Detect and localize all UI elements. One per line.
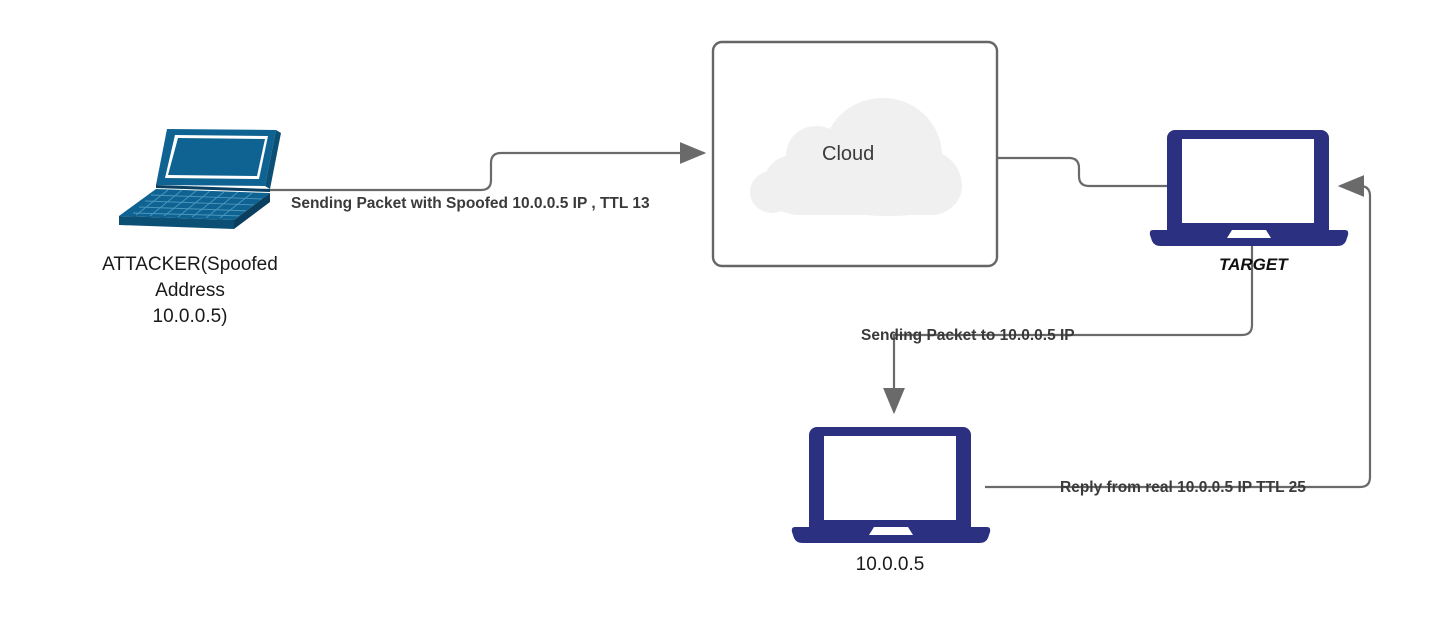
edge-label-attacker-to-cloud: Sending Packet with Spoofed 10.0.0.5 IP … bbox=[291, 195, 650, 212]
laptop-front-icon-target[interactable] bbox=[1149, 130, 1349, 246]
edge-target-to-real-host bbox=[883, 243, 1254, 415]
cloud-box[interactable] bbox=[711, 40, 999, 268]
attacker-label-line-1: ATTACKER(Spoofed bbox=[102, 254, 278, 275]
edge-attacker-to-cloud bbox=[262, 142, 707, 192]
attacker-label-line-3: 10.0.0.5) bbox=[152, 306, 228, 327]
laptop-isometric-icon-attacker[interactable] bbox=[119, 129, 281, 229]
edge-cloud-to-target bbox=[997, 156, 1167, 188]
target-node-label: TARGET bbox=[1219, 255, 1288, 274]
attacker-label-line-2: Address bbox=[155, 280, 225, 301]
laptop-front-icon-real-host[interactable] bbox=[791, 130, 1187, 543]
cloud-node-label: Cloud bbox=[822, 143, 875, 165]
real-host-node-label: 10.0.0.5 bbox=[855, 554, 925, 575]
edge-label-target-to-real-host: Sending Packet to 10.0.0.5 IP bbox=[861, 327, 1075, 344]
attacker-node-label: ATTACKER(Spoofed Address 10.0.0.5) bbox=[45, 252, 335, 330]
cloud-icon bbox=[750, 98, 962, 216]
edge-real-host-to-target bbox=[985, 175, 1372, 489]
edge-label-real-host-to-target: Reply from real 10.0.0.5 IP TTL 25 bbox=[1060, 479, 1306, 496]
